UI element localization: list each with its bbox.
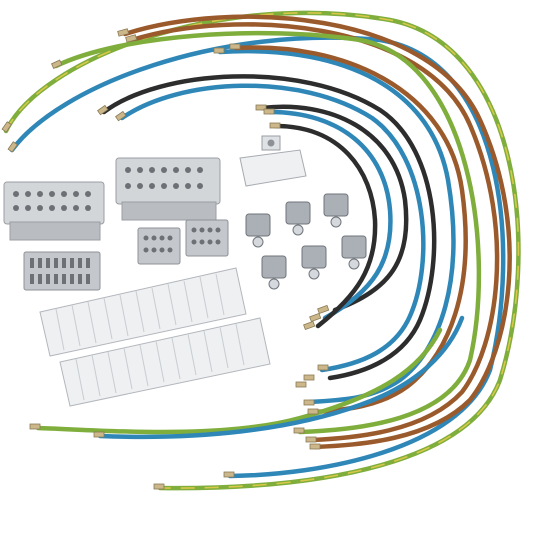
brown-wire: [122, 14, 512, 450]
terminal-block-large: [115, 157, 221, 221]
ferrule: [125, 34, 138, 43]
wire-ferrules: [1, 28, 330, 490]
screw-clamps: [245, 193, 367, 290]
blue-wire: [97, 315, 465, 440]
green-yellow-wire: [53, 30, 482, 435]
terminal-block-small: [137, 227, 181, 265]
mounting-bracket-body: [239, 149, 307, 187]
brown-wire: [233, 45, 468, 415]
ferrule: [305, 436, 317, 443]
comb-busbar: [59, 317, 271, 407]
terminal-block-base: [9, 221, 101, 241]
black-wire: [101, 74, 437, 381]
ferrule: [223, 471, 235, 478]
ferrule: [93, 431, 105, 438]
ferrule: [317, 364, 329, 371]
black-wire: [259, 104, 409, 313]
ferrule: [317, 304, 330, 315]
black-wire: [273, 123, 378, 329]
ferrule: [117, 28, 130, 37]
terminal-block-body: [3, 181, 105, 225]
ferrule: [213, 47, 225, 54]
ferrule: [7, 141, 18, 153]
blue-wire: [119, 83, 426, 373]
screw-clamp: [301, 245, 327, 280]
ferrule: [50, 59, 63, 69]
screw-clamp: [261, 255, 287, 290]
brown-wire: [129, 22, 500, 443]
terminal-block-base: [121, 201, 217, 221]
ferrule: [269, 122, 281, 129]
ferrule: [97, 104, 109, 116]
ferrule: [309, 443, 321, 450]
ferrule: [115, 110, 127, 122]
terminal-block-small: [185, 219, 229, 257]
ferrule: [303, 374, 315, 381]
ferrule: [229, 43, 241, 50]
ferrule: [307, 408, 319, 415]
screw-clamp: [323, 193, 349, 228]
green-yellow-wire: [35, 327, 443, 435]
ferrule: [255, 104, 267, 111]
green-yellow-stripe: [5, 12, 520, 489]
terminal-holes: [125, 167, 203, 189]
ferrule: [1, 121, 12, 133]
ferrule: [29, 423, 41, 430]
ferrule: [303, 320, 316, 331]
ferrule: [295, 381, 307, 388]
ferrule: [153, 483, 165, 490]
terminal-block-body: [115, 157, 221, 205]
blue-wire: [9, 35, 506, 479]
screw-clamp: [245, 213, 271, 248]
ferrule: [303, 399, 315, 406]
blue-wire: [267, 109, 393, 321]
wire-set-outer: [3, 10, 521, 491]
terminal-block-large: [3, 181, 105, 241]
comb-busbar: [39, 267, 247, 357]
terminal-holes: [13, 191, 91, 211]
terminal-strip: [23, 251, 101, 291]
ferrule: [293, 427, 305, 434]
screw-icon: [267, 139, 275, 147]
mounting-bracket: [239, 135, 307, 187]
ferrule: [309, 312, 322, 323]
ferrule: [263, 108, 275, 115]
screw-clamp: [285, 201, 311, 236]
screw-clamp: [341, 235, 367, 270]
